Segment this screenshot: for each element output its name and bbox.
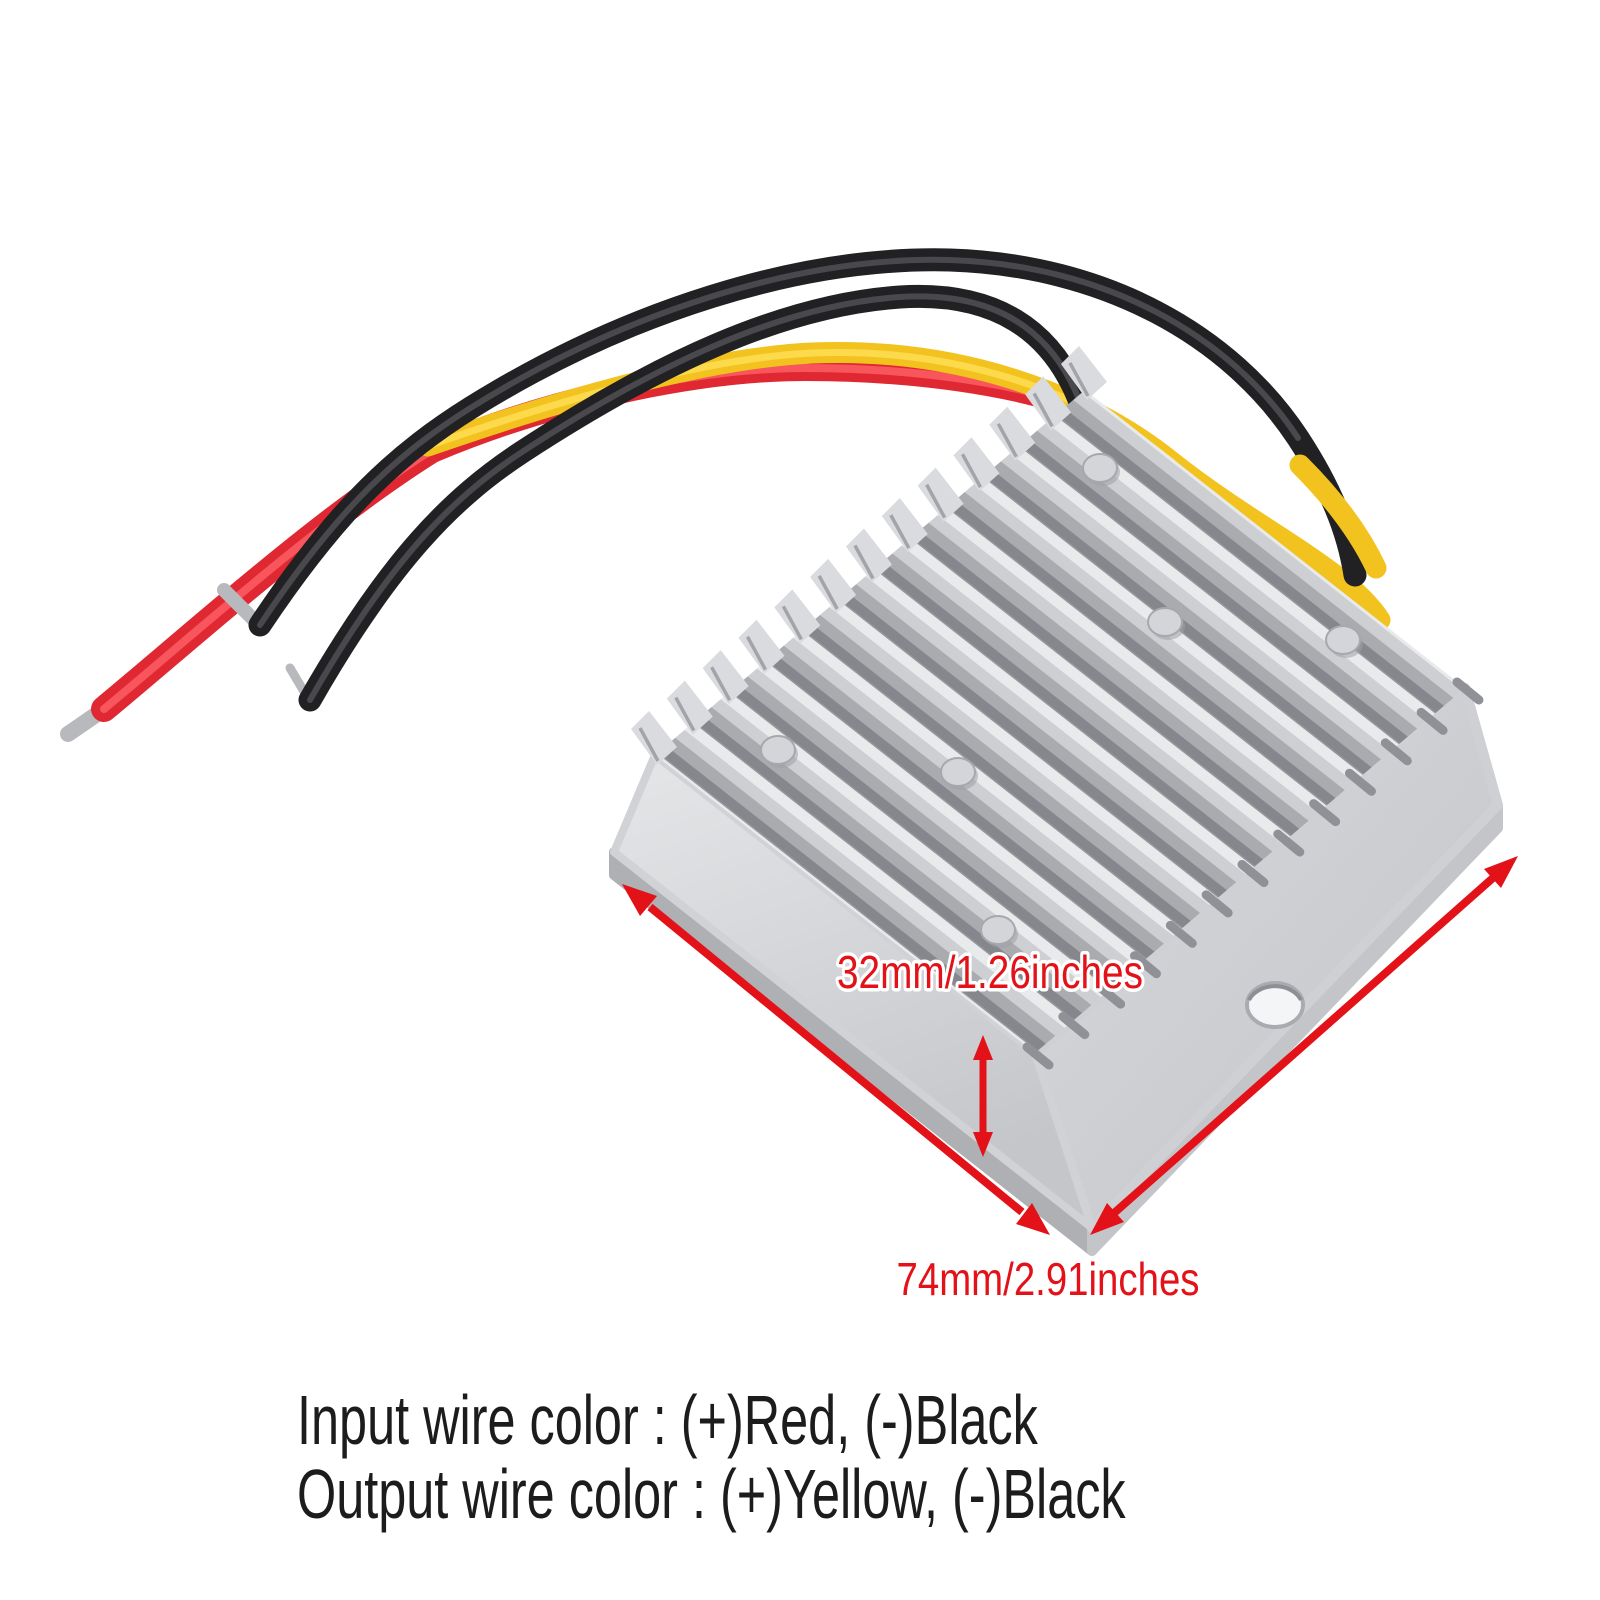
length-arrow: [622, 884, 1050, 1235]
heatsink-unit: [609, 345, 1503, 1256]
screw-pins: [760, 453, 1363, 948]
input-negative-wire-tip: [217, 583, 263, 629]
width-dimension-label: 74mm/2.91inches: [897, 1253, 1200, 1305]
mounting-hole: [1245, 981, 1305, 1029]
height-dimension-label: 32mm/1.26inches: [837, 946, 1143, 998]
width-arrow: [1090, 856, 1518, 1235]
length-arrow-head-bottom: [1016, 1203, 1050, 1235]
wires-front: [1289, 454, 1387, 579]
input-negative-wire-highlight: [257, 256, 1301, 628]
width-arrow-head-top: [1484, 856, 1518, 888]
output-positive-wire-front: [1289, 454, 1387, 579]
heatsink-fins-top: [655, 390, 1465, 1053]
length-arrow-line: [647, 903, 1025, 1216]
wires-back: [60, 248, 1391, 742]
mounting-hole-shadow: [1247, 984, 1303, 1002]
output-negative-wire-highlight: [307, 293, 1083, 703]
fin-tips: [631, 345, 1107, 765]
height-arrow-head-bottom: [973, 1132, 993, 1157]
width-arrow-line: [1110, 874, 1497, 1217]
caption-line-2: Output wire color : (+)Yellow, (-)Black: [297, 1455, 1126, 1533]
width-arrow-head-bottom: [1090, 1203, 1124, 1235]
housing-side-face: [610, 751, 1096, 1232]
height-arrow: [973, 1035, 993, 1157]
length-arrow-head-top: [622, 884, 657, 916]
dimension-annotations: 32mm/1.26inches 74mm/2.91inches: [622, 856, 1518, 1309]
caption-line-1: Input wire color : (+)Red, (-)Black: [297, 1381, 1038, 1459]
fin-end-caps: [1022, 677, 1484, 1070]
height-arrow-head-top: [973, 1035, 993, 1060]
